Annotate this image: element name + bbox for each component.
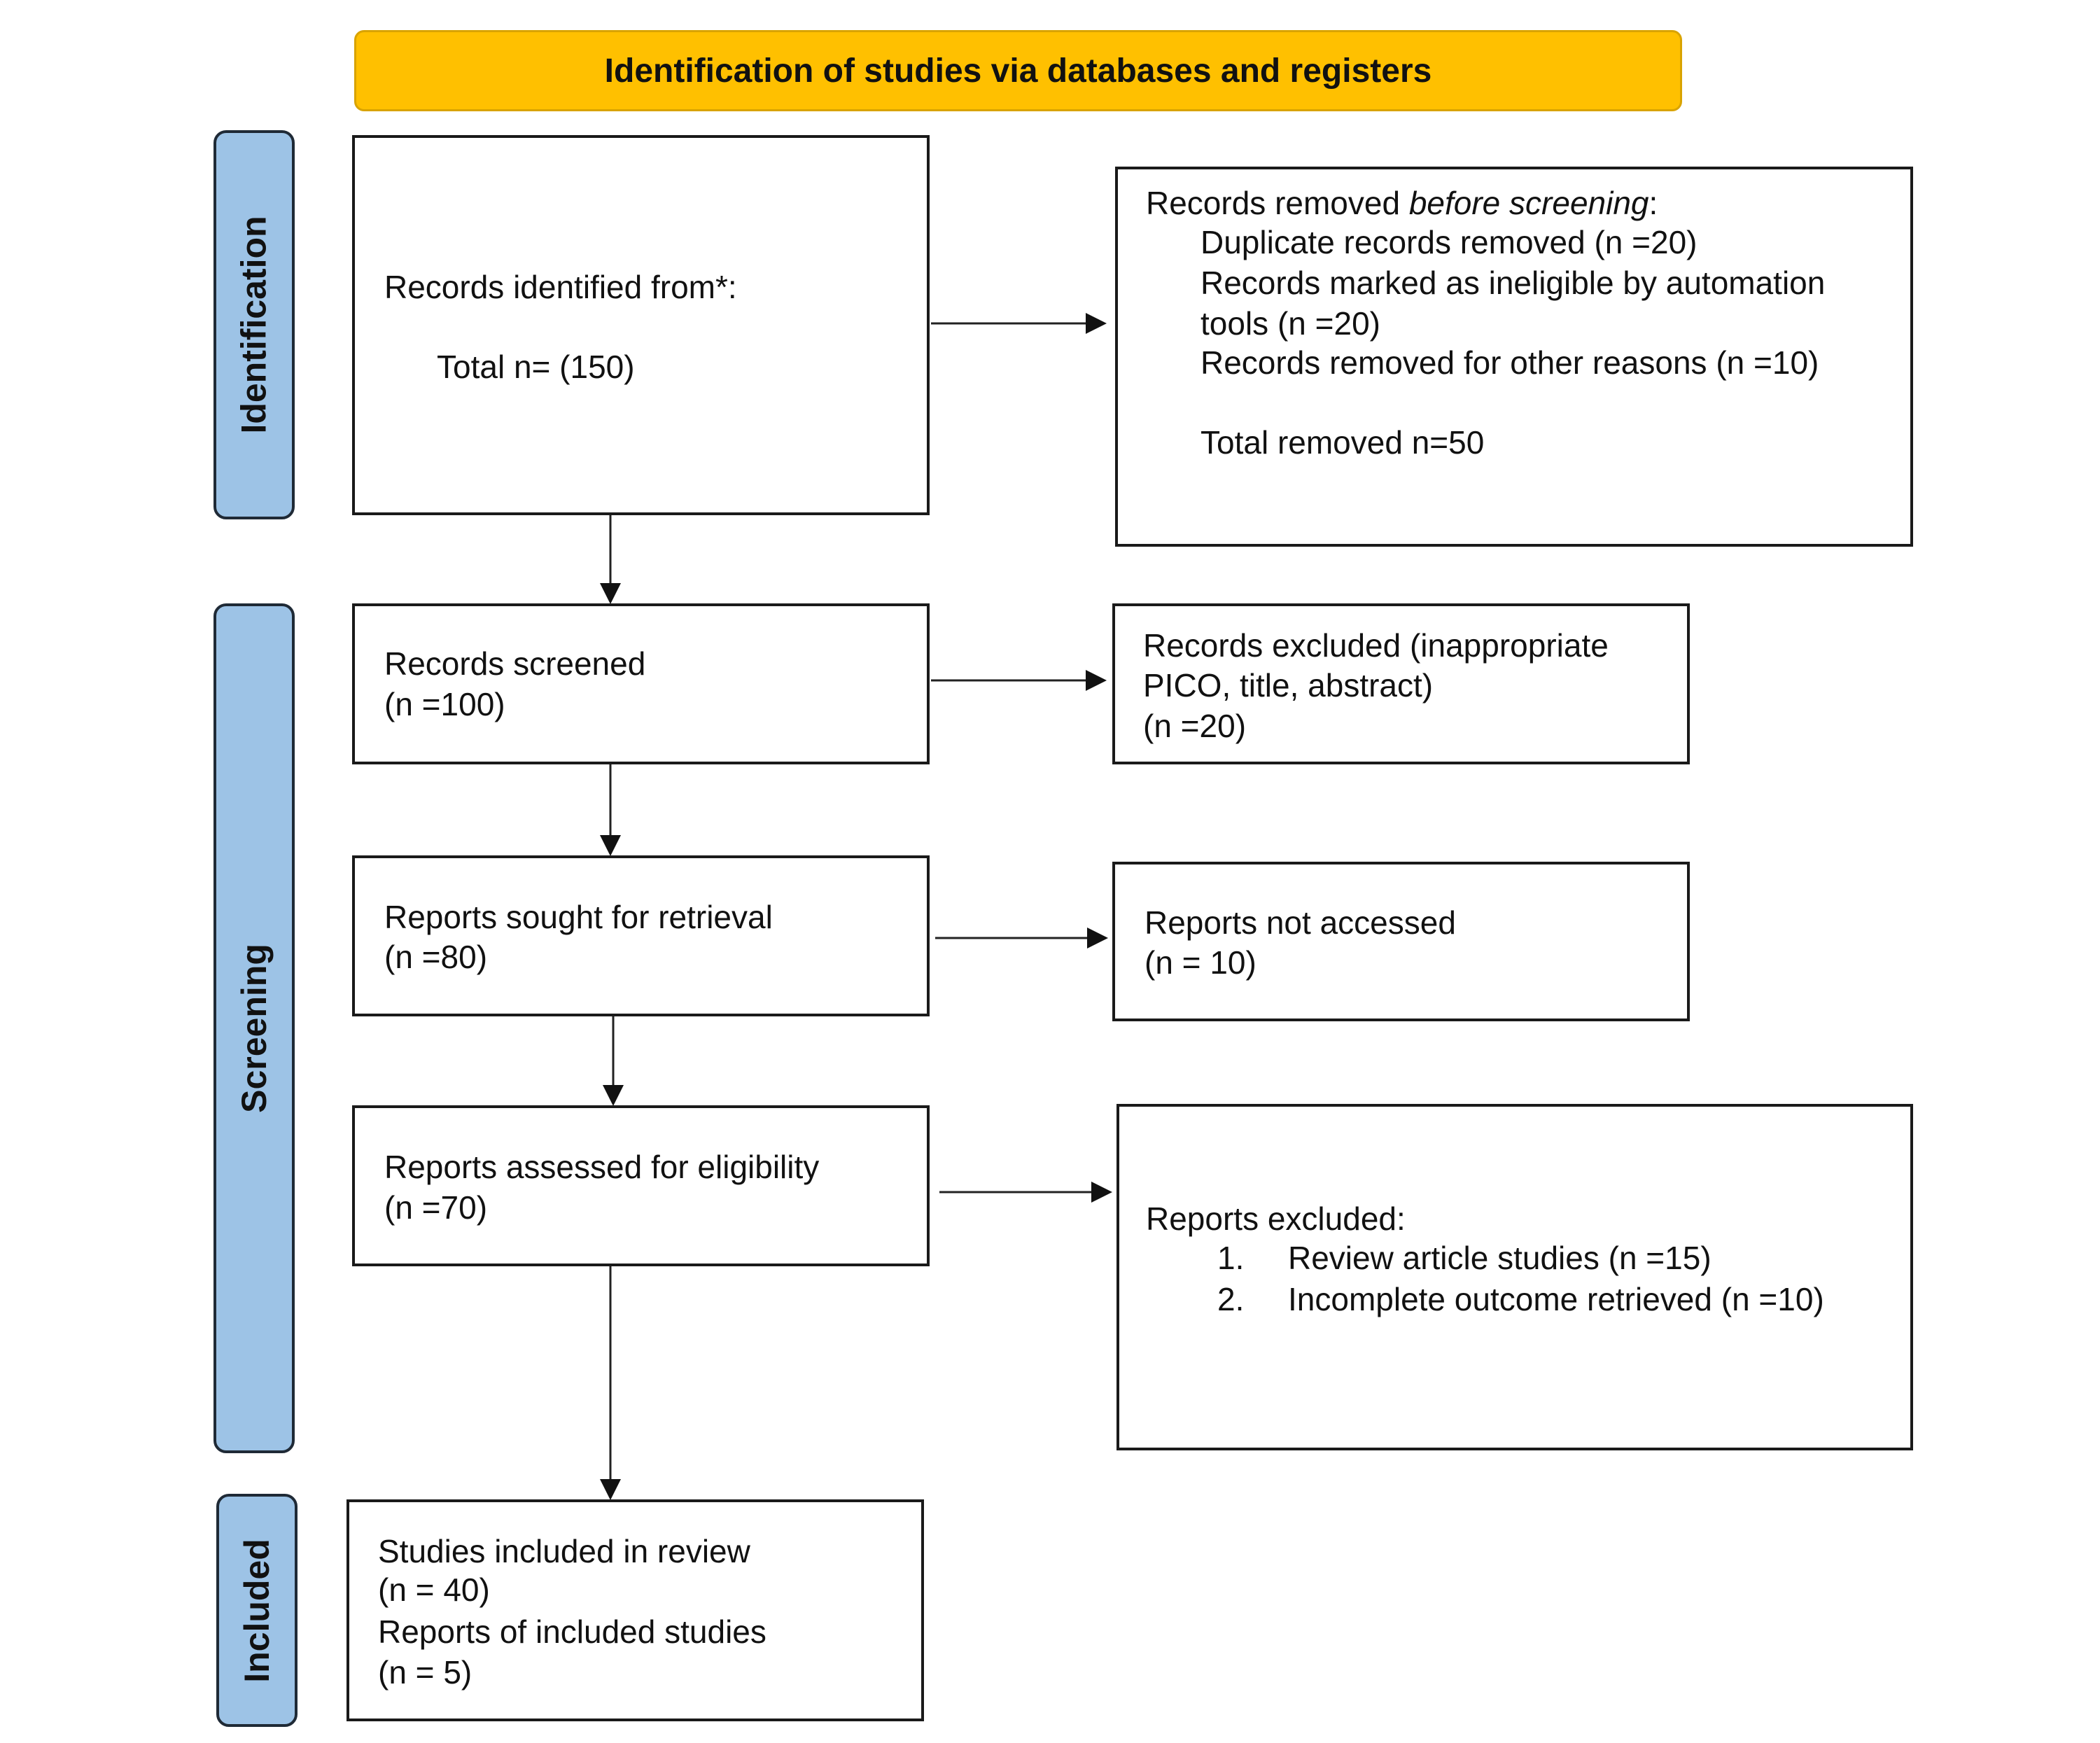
excluded-line: (n =20): [1143, 708, 1247, 744]
records-removed-box: [1115, 167, 1913, 547]
excluded-line: Records excluded (inappropriate: [1143, 627, 1609, 664]
not-accessed-label: Reports not accessed: [1144, 904, 1456, 941]
reports-sought-count: (n =80): [384, 939, 488, 975]
included-line: Reports of included studies: [378, 1614, 766, 1650]
removed-line: Duplicate records removed (n =20): [1200, 224, 1698, 260]
records-identified-heading: Records identified from*:: [384, 269, 737, 305]
removed-line: Records removed for other reasons (n =10…: [1200, 344, 1819, 381]
excluded-line: PICO, title, abstract): [1143, 667, 1434, 704]
included-line: (n = 40): [378, 1572, 490, 1608]
reports-assessed-count: (n =70): [384, 1189, 488, 1226]
removed-line: tools (n =20): [1200, 305, 1380, 342]
banner-title: Identification of studies via databases …: [604, 52, 1432, 90]
heading-suffix: :: [1648, 185, 1658, 221]
studies-included-box: [346, 1499, 924, 1721]
reports-sought-box: [352, 855, 930, 1016]
removed-total: Total removed n=50: [1200, 424, 1485, 461]
heading-prefix: Records removed: [1146, 185, 1409, 221]
records-identified-box: [352, 135, 930, 515]
included-line: Studies included in review: [378, 1533, 750, 1569]
phase-screening: Screening: [214, 603, 295, 1453]
removed-line: Records marked as ineligible by automati…: [1200, 265, 1826, 301]
heading-italic: before screening: [1408, 185, 1649, 221]
reports-excluded-num: 1.: [1217, 1240, 1245, 1276]
not-accessed-count: (n = 10): [1144, 944, 1256, 981]
records-identified-total: Total n= (150): [437, 349, 635, 385]
reports-assessed-label: Reports assessed for eligibility: [384, 1149, 820, 1185]
reports-excluded-num: 2.: [1217, 1281, 1245, 1317]
reports-assessed-box: [352, 1105, 930, 1266]
phase-identification: Identification: [214, 130, 295, 519]
reports-excluded-item: Incomplete outcome retrieved (n =10): [1288, 1281, 1824, 1317]
records-screened-label: Records screened: [384, 645, 646, 682]
included-line: (n = 5): [378, 1654, 472, 1690]
reports-excluded-item: Review article studies (n =15): [1288, 1240, 1712, 1276]
records-removed-heading: Records removed before screening:: [1146, 183, 1658, 223]
records-excluded-box: [1112, 603, 1690, 764]
reports-excluded-heading: Reports excluded:: [1146, 1200, 1406, 1237]
reports-sought-label: Reports sought for retrieval: [384, 899, 773, 935]
records-screened-count: (n =100): [384, 686, 505, 722]
reports-not-accessed-box: [1112, 862, 1690, 1021]
reports-excluded-box: [1116, 1104, 1913, 1450]
phase-included: Included: [216, 1494, 298, 1727]
records-screened-box: [352, 603, 930, 764]
banner-identification-header: Identification of studies via databases …: [354, 30, 1682, 111]
